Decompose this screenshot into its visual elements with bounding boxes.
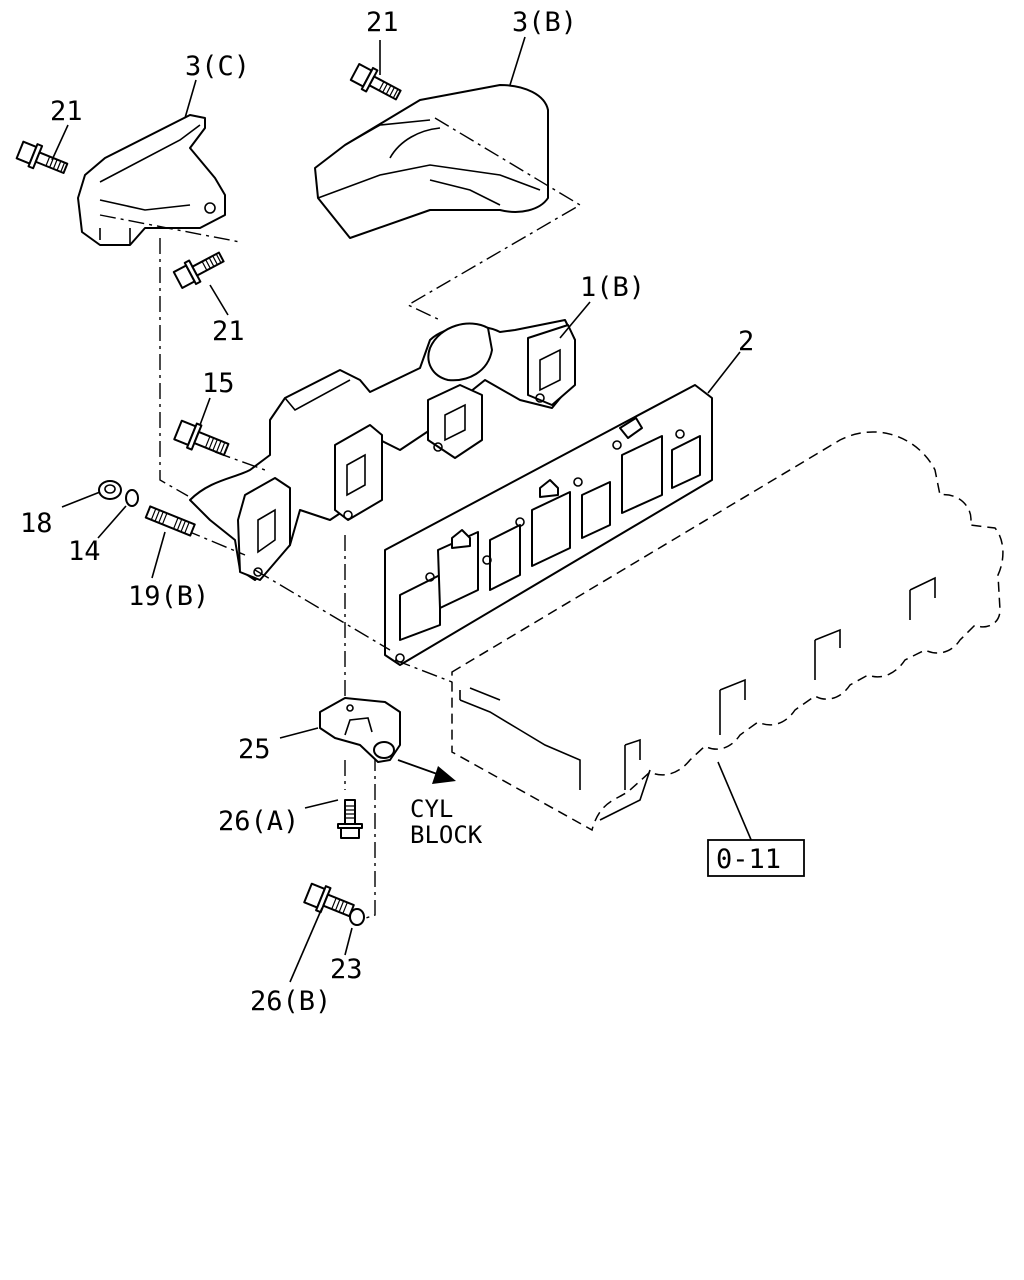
flange-bolt-icon: [173, 419, 230, 457]
exhaust-manifold: [189, 319, 576, 581]
cyl-block-note: CYL BLOCK: [410, 795, 483, 849]
heat-shield-3c: [77, 114, 226, 246]
direction-arrow-icon: [397, 759, 456, 784]
callout-21-mid: 21: [212, 316, 245, 347]
heat-shield-3b: [314, 84, 549, 239]
callout-21-left: 21: [50, 96, 83, 127]
callout-21-top: 21: [366, 7, 399, 38]
callout-23: 23: [330, 954, 363, 985]
note-line-2: BLOCK: [410, 821, 483, 849]
callout-19b: 19(B): [128, 581, 209, 612]
exhaust-manifold-gasket: [384, 384, 713, 666]
callout-15: 15: [202, 368, 235, 399]
flange-bolt-icon: [349, 63, 402, 101]
cylinder-head-phantom: [451, 431, 1004, 832]
flange-nut-icon: [98, 480, 122, 500]
note-line-1: CYL: [410, 795, 453, 823]
spring-washer-icon: [349, 908, 365, 926]
spring-washer-icon: [125, 489, 139, 507]
flange-bolt-icon: [303, 882, 355, 918]
leader-lines: [51, 36, 753, 983]
callout-3b: 3(B): [512, 7, 577, 38]
callout-26a: 26(A): [218, 806, 299, 837]
flange-bolt-icon: [172, 251, 225, 289]
flange-bolt-icon: [15, 140, 69, 174]
callout-18: 18: [20, 508, 53, 539]
bracket-25: [319, 697, 401, 763]
reference-box-label: 0-11: [716, 844, 781, 875]
callout-25: 25: [238, 734, 271, 765]
flange-bolt-icon: [337, 799, 363, 839]
callout-labels: 21 3(B) 3(C) 21 21 1(B) 2 15 18 14 19(B)…: [20, 7, 754, 1017]
callout-1b: 1(B): [580, 272, 645, 303]
stud-bolt-icon: [144, 505, 196, 537]
callout-2: 2: [738, 326, 754, 357]
callout-26b: 26(B): [250, 986, 331, 1017]
reference-box[interactable]: 0-11: [707, 839, 805, 877]
callout-3c: 3(C): [185, 51, 250, 82]
callout-14: 14: [68, 536, 101, 567]
